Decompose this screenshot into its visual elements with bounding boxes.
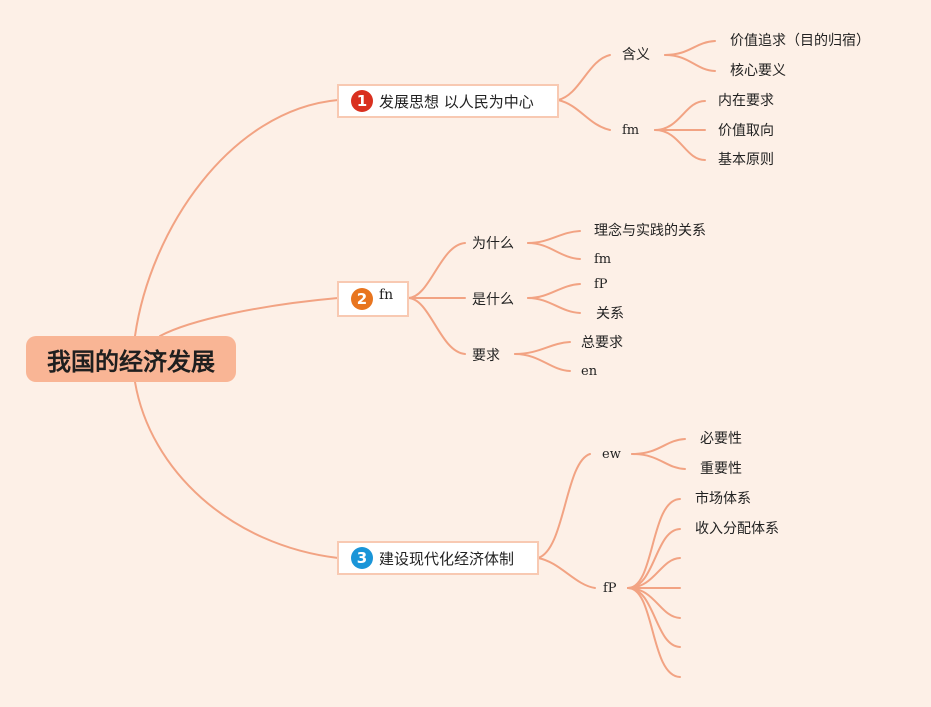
- connector-hanyi-a: [664, 40, 716, 56]
- subtopic-node[interactable]: ew: [602, 447, 621, 462]
- connector-b1-fm: [557, 99, 611, 131]
- connector-fp-7: [627, 587, 681, 678]
- connector-fm-a: [654, 100, 706, 131]
- leaf-node[interactable]: 重要性: [700, 461, 742, 477]
- connector-root-b2: [159, 297, 339, 337]
- leaf-node[interactable]: fP: [594, 277, 608, 292]
- leaf-node[interactable]: 价值追求（目的归宿）: [730, 33, 870, 49]
- leaf-node[interactable]: 核心要义: [730, 63, 786, 79]
- connector-ew-b: [631, 453, 686, 470]
- branch-node-1[interactable]: 1 发展思想 以人民为中心: [337, 84, 559, 118]
- number-badge: 2: [351, 288, 373, 310]
- connector-b1-hanyi: [557, 54, 611, 101]
- leaf-node[interactable]: 基本原则: [718, 152, 774, 168]
- number-badge: 1: [351, 90, 373, 112]
- root-node[interactable]: 我国的经济发展: [26, 336, 236, 382]
- branch-label: 发展思想 以人民为中心: [379, 92, 534, 111]
- number-badge: 3: [351, 547, 373, 569]
- subtopic-node[interactable]: 为什么: [472, 236, 514, 252]
- connector-fp-1: [627, 498, 681, 589]
- subtopic-node[interactable]: fm: [622, 123, 640, 138]
- connector-hanyi-b: [664, 54, 716, 72]
- leaf-node[interactable]: 理念与实践的关系: [594, 223, 706, 239]
- subtopic-node[interactable]: fP: [603, 581, 617, 596]
- connector-yq-a: [514, 341, 571, 355]
- branch-label: 建设现代化经济体制: [379, 549, 515, 568]
- connector-ssm-a: [527, 283, 581, 299]
- connector-b3-fp: [537, 557, 596, 589]
- subtopic-node[interactable]: 含义: [622, 47, 650, 63]
- connector-wsm-b: [527, 242, 581, 260]
- leaf-node[interactable]: 关系: [596, 306, 624, 322]
- leaf-node[interactable]: 收入分配体系: [695, 521, 779, 537]
- leaf-node[interactable]: fm: [594, 252, 612, 267]
- leaf-node[interactable]: 总要求: [581, 335, 623, 351]
- connector-fp-2: [627, 528, 681, 589]
- subtopic-node[interactable]: 要求: [472, 348, 500, 364]
- leaf-node[interactable]: 内在要求: [718, 93, 774, 109]
- branch-node-3[interactable]: 3 建设现代化经济体制: [337, 541, 539, 575]
- connector-ssm-b: [527, 297, 581, 314]
- leaf-node[interactable]: en: [581, 364, 598, 379]
- branch-node-2[interactable]: 2 fn: [337, 281, 409, 317]
- branch-label: fn: [379, 287, 394, 303]
- connector-fm-c: [654, 129, 706, 161]
- connector-b2-weishenme: [407, 242, 466, 299]
- leaf-node[interactable]: 价值取向: [718, 123, 774, 139]
- connector-root-b3: [134, 381, 339, 559]
- connector-wsm-a: [527, 230, 581, 244]
- subtopic-node[interactable]: 是什么: [472, 292, 514, 308]
- leaf-node[interactable]: 必要性: [700, 431, 742, 447]
- connector-root-b1: [134, 99, 339, 337]
- connector-b2-yaoqiu: [407, 297, 466, 355]
- connector-yq-b: [514, 353, 571, 372]
- leaf-node[interactable]: 市场体系: [695, 491, 751, 507]
- connector-b3-ew: [537, 453, 591, 559]
- connector-ew-a: [631, 438, 686, 455]
